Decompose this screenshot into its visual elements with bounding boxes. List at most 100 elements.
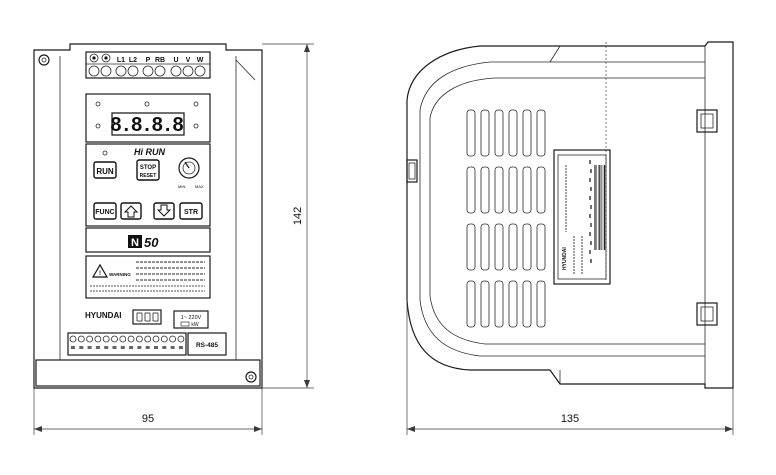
frequency-knob[interactable]: MIN MAX — [178, 157, 204, 189]
display-panel: 8.8.8.8 — [85, 93, 211, 143]
side-label-brand: HYUNDAI — [562, 247, 568, 270]
control-terminal-screw — [135, 335, 143, 343]
reset-label: RESET — [140, 173, 157, 179]
knob-max-label: MAX — [195, 184, 204, 189]
terminal-label-rb: RB — [155, 57, 165, 64]
run-button-label: RUN — [96, 167, 114, 176]
knob-min-label: MIN — [178, 184, 185, 189]
terminal-label-w: W — [197, 57, 204, 64]
vent-slot — [536, 166, 546, 214]
keypad: Hi RUN RUN STOP RESET MIN MAX FUNC — [85, 143, 211, 227]
control-terminal-screw — [152, 335, 160, 343]
model-badge: N 50 — [85, 227, 211, 253]
str-button-label: STR — [184, 209, 198, 216]
terminal-screw-rb — [154, 65, 166, 77]
terminal-screw-l2 — [127, 65, 139, 77]
warning-triangle-icon — [91, 263, 109, 278]
terminal-screw-v — [182, 65, 194, 77]
side-housing-outline — [406, 41, 734, 389]
base-plate — [35, 359, 261, 387]
func-button-label: FUNC — [95, 209, 114, 216]
terminal-label-u: U — [173, 57, 178, 64]
side-depth-dimension: 135 — [406, 300, 734, 435]
terminal-label-l1: L1 — [117, 57, 125, 64]
svg-text:!: ! — [99, 271, 101, 277]
vent-slot — [494, 166, 504, 214]
terminal-screw-w — [194, 65, 206, 77]
front-height-value: 142 — [292, 207, 304, 225]
vent-slot — [522, 280, 532, 328]
vent-slot — [508, 109, 518, 157]
terminal-label-l2: L2 — [129, 57, 137, 64]
vent-slot — [466, 280, 476, 328]
warning-title: WARNING — [109, 272, 131, 277]
mounting-hole-bottom-right — [245, 371, 257, 383]
control-terminal-screw — [111, 335, 118, 343]
stop-reset-button[interactable]: STOP RESET — [136, 159, 160, 181]
clip-top — [696, 109, 718, 133]
stop-label: STOP — [140, 165, 156, 171]
func-button[interactable]: FUNC — [93, 202, 117, 220]
clip-bottom — [696, 302, 718, 326]
mounting-hole-top-left — [38, 54, 50, 66]
vent-slot — [466, 223, 476, 271]
control-terminal-screw — [177, 335, 185, 343]
hirun-logo: Hi RUN — [134, 147, 165, 157]
str-button[interactable]: STR — [179, 202, 203, 220]
vent-slot — [536, 109, 546, 157]
control-terminal-screw — [86, 335, 93, 343]
vent-slot — [508, 280, 518, 328]
control-terminal-screw — [144, 335, 152, 343]
supply-line2: kW — [191, 322, 199, 328]
control-terminal-screw — [77, 335, 85, 343]
terminal-label-v: V — [186, 57, 191, 64]
front-housing-outline — [33, 43, 263, 389]
vent-slot — [536, 223, 546, 271]
knob-protrusion — [406, 159, 418, 183]
control-terminal-screw — [94, 335, 102, 343]
vent-slot — [494, 223, 504, 271]
seven-segment-display — [111, 112, 185, 136]
vent-slot — [466, 109, 476, 157]
model-number: 50 — [144, 235, 159, 250]
brand-label: HYUNDAI — [85, 311, 121, 320]
vent-slot — [536, 280, 546, 328]
vent-slot — [508, 166, 518, 214]
down-button[interactable] — [153, 202, 175, 220]
front-width-value: 95 — [142, 413, 154, 425]
display-digits: 8.8.8.8 — [110, 114, 185, 136]
supply-line1: 1~ 220V — [181, 315, 202, 321]
up-button[interactable] — [120, 202, 142, 220]
side-depth-value: 135 — [561, 413, 579, 425]
rs485-label: RS-485 — [196, 342, 218, 349]
vent-slot — [522, 109, 532, 157]
vent-slots — [466, 109, 546, 328]
front-width-dimension: 95 — [33, 388, 263, 435]
front-height-dimension: 142 — [262, 43, 314, 389]
dip-switch[interactable] — [132, 309, 162, 325]
control-terminal-screw — [169, 335, 177, 343]
vent-slot — [466, 166, 476, 214]
control-terminal-screw — [160, 335, 168, 343]
run-button[interactable]: RUN — [93, 161, 117, 179]
supply-rating-label: 1~ 220V kW — [173, 310, 209, 329]
rating-label-side: HYUNDAI — [553, 149, 611, 285]
model-prefix: N — [131, 237, 139, 249]
vent-slot — [480, 109, 490, 157]
vent-slot — [480, 166, 490, 214]
vent-slot — [508, 223, 518, 271]
vent-slot — [494, 109, 504, 157]
vent-slot — [480, 223, 490, 271]
control-terminal-screw — [119, 335, 127, 343]
terminal-label-p: P — [146, 57, 151, 64]
side-view: HYUNDAI — [406, 41, 734, 389]
vent-slot — [522, 223, 532, 271]
terminal-screw-p — [142, 65, 154, 77]
terminal-screw-u — [170, 65, 182, 77]
control-terminal-screw — [69, 335, 77, 343]
down-arrow-icon — [156, 204, 172, 217]
vent-slot — [494, 280, 504, 328]
control-terminal-screw — [102, 335, 110, 343]
